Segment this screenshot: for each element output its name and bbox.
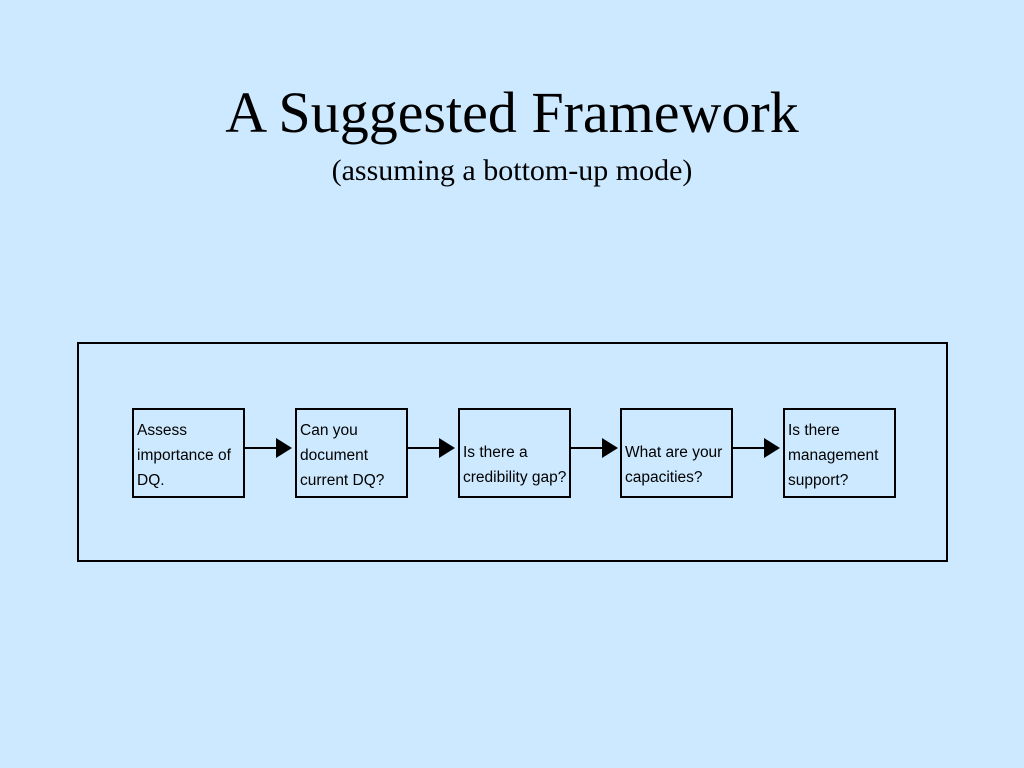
step-line: management: [788, 447, 879, 464]
step-line: credibility gap?: [463, 469, 567, 486]
slide-subtitle: (assuming a bottom-up mode): [331, 154, 693, 187]
step-credibility-gap: Is there a credibility gap?: [458, 408, 571, 498]
step-capacities: What are your capacities?: [620, 408, 733, 498]
step-line: support?: [788, 472, 849, 489]
step-document-dq: Can you document current DQ?: [295, 408, 408, 498]
step-line: current DQ?: [300, 472, 385, 489]
diagram-frame: [77, 342, 948, 562]
step-line: capacities?: [625, 469, 703, 486]
step-line: Is there: [788, 422, 840, 439]
step-line: Is there a: [463, 444, 528, 461]
step-line: Can you: [300, 422, 358, 439]
step-line: document: [300, 447, 369, 464]
slide-title: A Suggested Framework: [225, 80, 799, 145]
step-line: importance of: [137, 447, 231, 464]
step-line: Assess: [137, 422, 187, 439]
step-assess-importance: Assess importance of DQ.: [132, 408, 245, 498]
step-line: DQ.: [137, 472, 165, 489]
step-line: What are your: [625, 444, 723, 461]
step-management-support: Is there management support?: [783, 408, 896, 498]
